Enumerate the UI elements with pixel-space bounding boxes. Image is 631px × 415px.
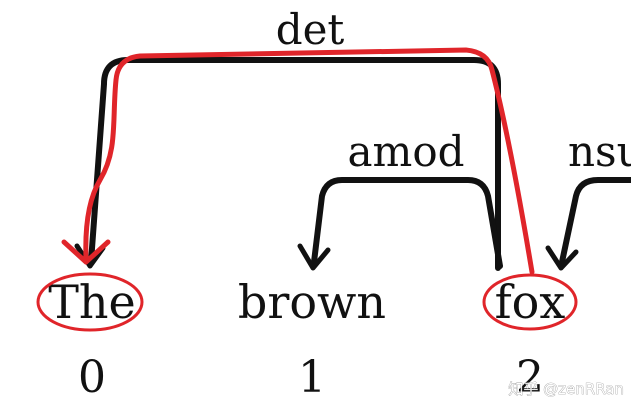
arc-label-det: det [276,5,345,54]
token-index-2: 2 [516,352,544,403]
token-index-0: 0 [78,352,106,403]
arc-amod-arrowhead [297,243,331,271]
token-index-1: 1 [298,352,326,403]
highlight-circle-the [36,272,144,332]
arc-nsu-arrowhead [545,245,579,271]
token-word-fox: fox [495,275,566,329]
arc-nsu-line [559,177,631,265]
arc-amod-line [311,177,503,269]
arc-det-line [88,57,501,271]
token-word-the: The [48,275,136,329]
token-word-brown: brown [238,275,386,329]
arc-det-arrowhead [74,243,106,269]
arc-det-highlight-arrowhead [61,239,111,265]
highlight-circle-fox [482,273,578,331]
watermark-text: 知乎 @zenRRan [508,380,624,398]
arc-label-nsu: nsu [568,127,631,176]
arc-label-amod: amod [347,127,464,176]
arc-det-highlight [83,47,535,275]
